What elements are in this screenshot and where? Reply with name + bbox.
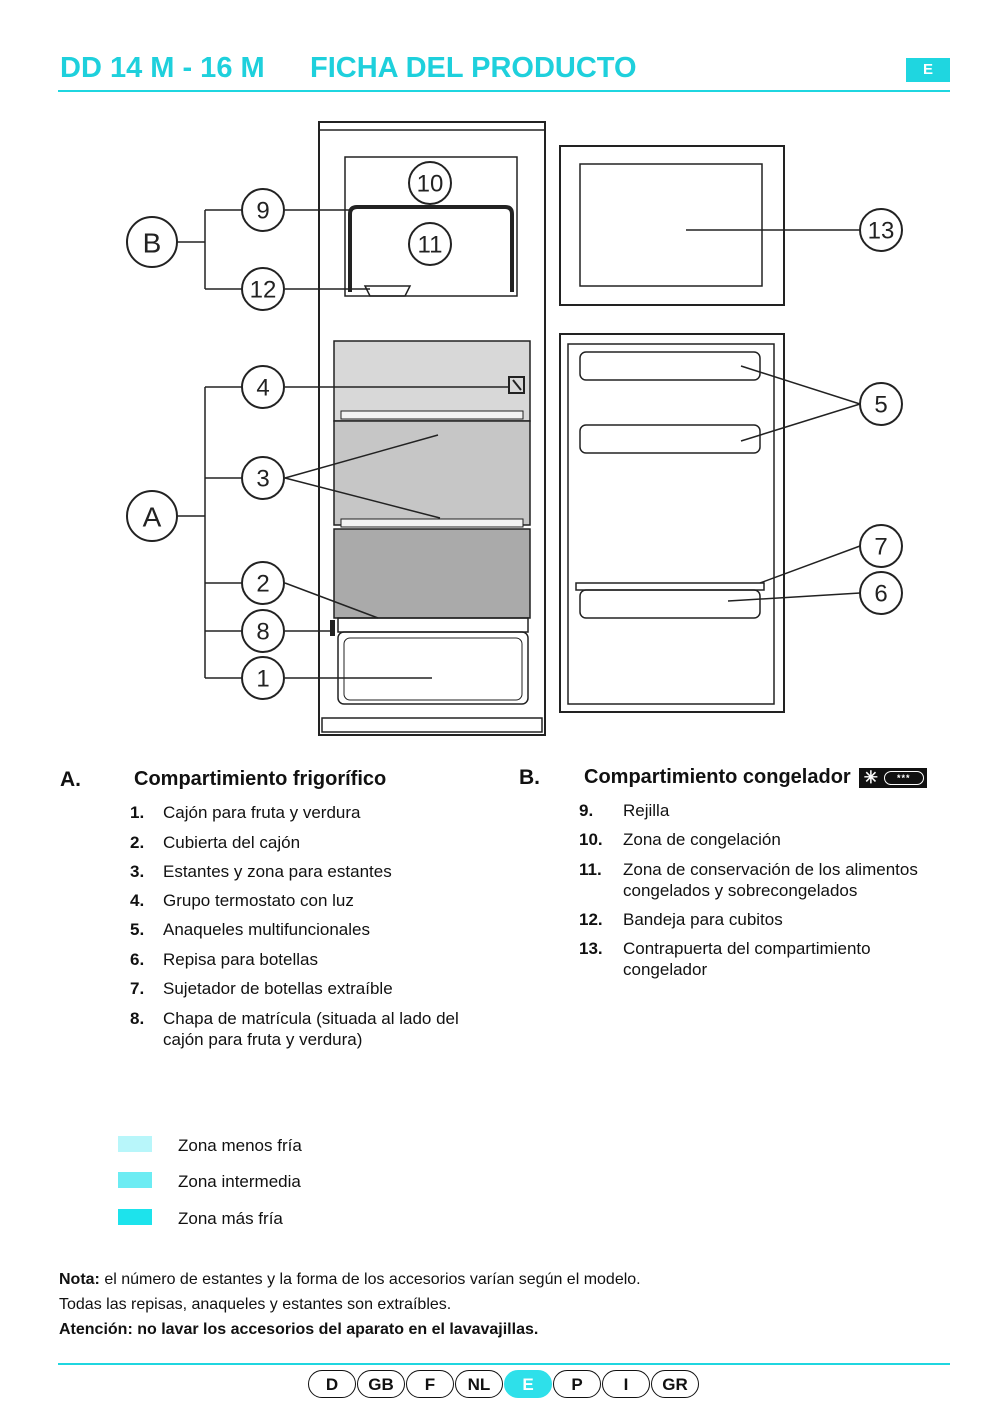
group-b-label: B (143, 228, 162, 259)
fridge-door (559, 333, 785, 713)
bottle-rack (579, 589, 761, 619)
callout-9-label: 9 (256, 198, 269, 225)
group-a-label: A (143, 502, 162, 533)
callout-13 (859, 208, 903, 252)
note-line-3: Atención: no lavar los accesorios del ap… (59, 1321, 539, 1338)
section-b-title-row: Compartimiento congelador ✳*** (584, 766, 927, 789)
freezer-star-rating-icon: ✳*** (858, 767, 927, 788)
lower-shelf-zone (333, 528, 531, 619)
callout-6 (859, 571, 903, 615)
note-line-1: Nota: el número de estantes y la forma d… (59, 1271, 641, 1288)
ice-tray (363, 285, 412, 297)
callout-10-label: 10 (417, 171, 444, 198)
callout-3 (241, 456, 285, 500)
crisper-drawer (337, 631, 529, 705)
language-badge: E (906, 58, 950, 82)
freezer-door (559, 145, 785, 306)
callout-4-label: 4 (256, 375, 269, 402)
fridge-diagram: B A 9 10 11 12 4 3 2 8 1 13 5 7 6 (126, 121, 903, 736)
callout-11 (408, 222, 452, 266)
page-header: DD 14 M - 16 M FICHA DEL PRODUCTO E (58, 50, 950, 92)
footer-divider (58, 1363, 950, 1365)
callout-2-label: 2 (256, 571, 269, 598)
callout-7 (859, 524, 903, 568)
callout-5-label: 5 (874, 392, 887, 419)
callout-1-label: 1 (256, 666, 269, 693)
callout-7-label: 7 (874, 534, 887, 561)
fridge-base (321, 717, 543, 733)
group-b-callout (126, 216, 178, 268)
callout-8-label: 8 (256, 619, 269, 646)
callout-12-label: 12 (250, 277, 277, 304)
rating-plate (330, 620, 335, 636)
section-a-title: Compartimiento frigorífico (134, 768, 387, 790)
callout-5 (859, 382, 903, 426)
group-a-callout (126, 490, 178, 542)
callout-4 (241, 365, 285, 409)
callout-13-label: 13 (868, 218, 895, 245)
lang-nl[interactable]: NL (455, 1370, 503, 1398)
drawer-cover (337, 617, 529, 633)
middle-shelf-zone (333, 420, 531, 526)
freezer-compartment (344, 156, 518, 297)
lang-p[interactable]: P (553, 1370, 601, 1398)
lang-d[interactable]: D (308, 1370, 356, 1398)
lang-f[interactable]: F (406, 1370, 454, 1398)
lang-i[interactable]: I (602, 1370, 650, 1398)
lang-gb[interactable]: GB (357, 1370, 405, 1398)
upper-zone (333, 340, 531, 422)
bottle-retainer (575, 582, 765, 591)
swatch-intermediate (118, 1172, 152, 1188)
door-rack-upper (579, 351, 761, 381)
note-line-2: Todas las repisas, anaqueles y estantes … (59, 1296, 452, 1313)
callout-8 (241, 609, 285, 653)
swatch-coldest (118, 1209, 152, 1225)
callout-12 (241, 267, 285, 311)
section-b-title: Compartimiento congelador (584, 766, 851, 788)
callout-3-label: 3 (256, 466, 269, 493)
fridge-body (318, 121, 546, 736)
freezer-grid (348, 205, 514, 292)
notes: Nota: el número de estantes y la forma d… (59, 1267, 641, 1342)
page-title: FICHA DEL PRODUCTO (310, 52, 637, 84)
callout-2 (241, 561, 285, 605)
lang-e[interactable]: E (504, 1370, 552, 1398)
callout-9 (241, 188, 285, 232)
door-rack-middle (579, 424, 761, 454)
section-b-letter: B. (519, 766, 540, 789)
callout-10 (408, 161, 452, 205)
callout-1 (241, 656, 285, 700)
callout-6-label: 6 (874, 581, 887, 608)
model-name: DD 14 M - 16 M (60, 52, 265, 84)
callout-11-label: 11 (418, 232, 443, 259)
swatch-least-cold (118, 1136, 152, 1152)
lang-gr[interactable]: GR (651, 1370, 699, 1398)
section-a-letter: A. (60, 768, 81, 791)
